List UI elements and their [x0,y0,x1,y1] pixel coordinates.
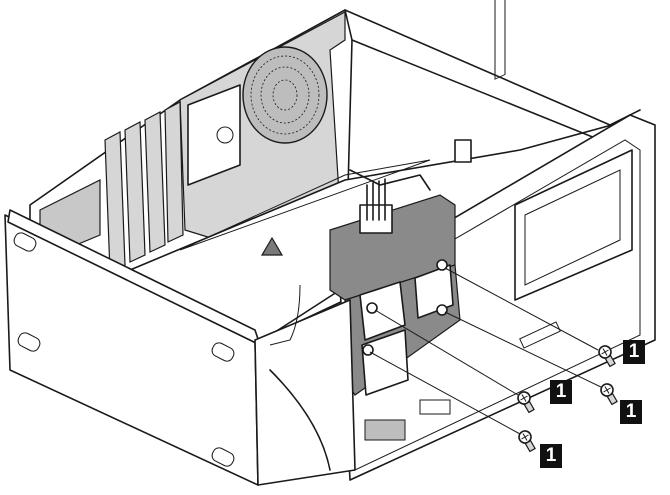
callout-screw-2: 1 [620,400,642,424]
sata-connector [359,204,393,234]
side-panel [4,209,261,486]
front-frame [339,0,656,481]
screw-1 [598,345,616,368]
callout-screw-4: 1 [540,444,562,468]
standoff [260,236,284,256]
screw-4 [518,430,536,453]
top-frame [344,9,641,141]
hdd-cage [329,178,461,396]
callout-screw-1: 1 [623,340,645,364]
callout-screw-3: 1 [550,380,572,404]
io-shield [187,84,241,186]
rear-fan-grille [242,46,328,144]
optical-drive-bay [514,149,633,301]
expansion-slots [104,101,184,273]
screw-3 [517,391,535,414]
screw-2 [600,383,618,406]
leader-lines [369,267,604,435]
front-lower [254,284,451,486]
